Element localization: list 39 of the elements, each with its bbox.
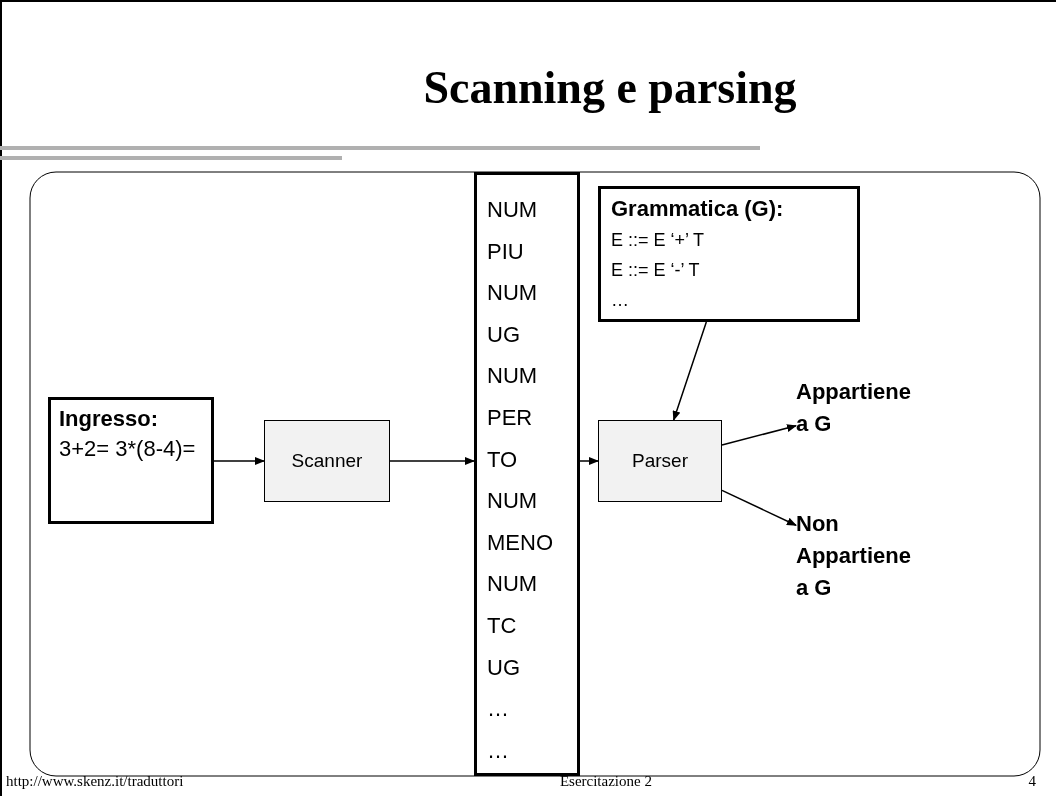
token-text: NUM bbox=[487, 279, 538, 308]
token-text: UG bbox=[487, 653, 520, 682]
grammar-box bbox=[598, 186, 860, 322]
process-box bbox=[598, 420, 722, 502]
token-text: NUM bbox=[487, 362, 538, 391]
input-box bbox=[48, 397, 214, 524]
token-text: NUM bbox=[487, 570, 538, 599]
arrow bbox=[389, 457, 475, 465]
arrow bbox=[213, 457, 265, 465]
token-text: NUM bbox=[487, 196, 538, 224]
token-text: TC bbox=[487, 611, 517, 640]
arrow bbox=[579, 457, 599, 465]
box-heading: Ingresso: bbox=[59, 405, 160, 433]
token-text: PER bbox=[487, 403, 533, 432]
page-number: 4 bbox=[1028, 772, 1036, 791]
token-text: MENO bbox=[487, 528, 553, 557]
arrow bbox=[672, 321, 708, 421]
arrow bbox=[721, 424, 797, 446]
token-text: UG bbox=[487, 320, 520, 349]
grammar-rule: E ::= E ‘-’ T bbox=[611, 259, 700, 282]
token-text: NUM bbox=[487, 487, 538, 516]
box-heading: Grammatica (G): bbox=[611, 195, 784, 223]
arrow bbox=[721, 489, 797, 527]
grammar-rule: … bbox=[611, 289, 629, 312]
token-text: … bbox=[487, 695, 509, 724]
title: Scanning e parsing bbox=[422, 61, 798, 115]
input-text: 3+2= 3*(8-4)= bbox=[59, 435, 197, 463]
token-text: TO bbox=[487, 445, 518, 474]
token-text: PIU bbox=[487, 237, 524, 266]
grammar-rule: E ::= E ‘+’ T bbox=[611, 229, 705, 252]
result-text: Appartiene a G bbox=[796, 376, 926, 442]
token-list-box bbox=[474, 172, 580, 776]
footer-url: http://www.skenz.it/traduttori bbox=[6, 772, 184, 791]
process-label: Scanner bbox=[291, 449, 363, 473]
process-box bbox=[264, 420, 390, 502]
result-text: Non Appartiene a G bbox=[796, 508, 926, 604]
process-label: Parser bbox=[632, 449, 688, 473]
token-text: … bbox=[487, 736, 509, 765]
footer-text: Esercitazione 2 bbox=[559, 772, 652, 791]
